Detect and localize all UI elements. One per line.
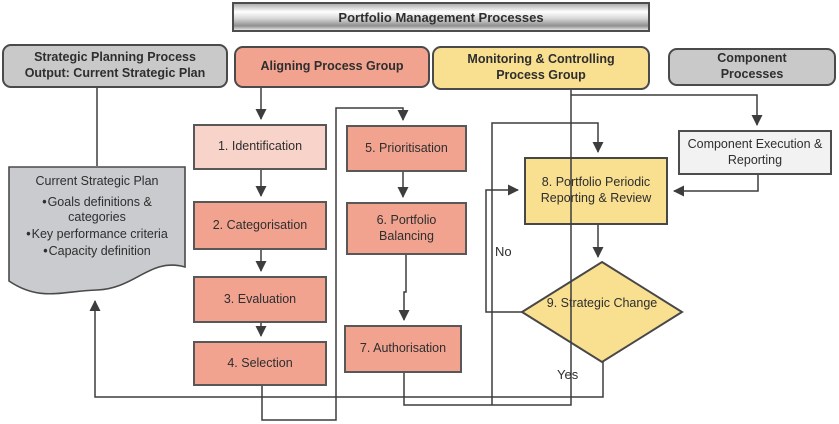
categorisation-label: 2. Categorisation xyxy=(212,217,308,232)
selection-label: 4. Selection xyxy=(227,355,293,370)
monitoring-label: Monitoring & Controlling Process Group xyxy=(467,52,615,82)
banner-portfolio-management-processes: Portfolio Management Processes xyxy=(232,2,650,32)
portfolio-balancing-label: 6. Portfolio Balancing xyxy=(376,212,437,243)
aligning-label: Aligning Process Group xyxy=(260,59,404,74)
strategic-planning-line1: Strategic Planning Process xyxy=(34,50,196,65)
process-box-prioritisation: 5. Prioritisation xyxy=(346,125,467,172)
document-bullet-performance: Key performance criteria xyxy=(14,227,180,242)
periodic-reporting-label: 8. Portfolio Periodic Reporting & Review xyxy=(540,175,652,205)
arrow-balancing-to-authorisation xyxy=(398,255,410,321)
header-aligning-process-group: Aligning Process Group xyxy=(234,46,430,88)
banner-title: Portfolio Management Processes xyxy=(338,9,544,25)
process-box-categorisation: 2. Categorisation xyxy=(193,201,327,250)
process-box-authorisation: 7. Authorisation xyxy=(344,325,462,373)
authorisation-label: 7. Authorisation xyxy=(359,341,447,356)
identification-label: 1. Identification xyxy=(217,139,303,154)
process-box-evaluation: 3. Evaluation xyxy=(193,276,327,323)
process-box-portfolio-balancing: 6. Portfolio Balancing xyxy=(346,202,467,255)
component-processes-line2: Processes xyxy=(720,67,784,81)
strategic-change-diamond-shape xyxy=(520,260,684,364)
branch-label-no: No xyxy=(495,244,512,259)
arrow-monitoring-header-to-component-execution xyxy=(571,94,763,126)
component-processes-line1: Component xyxy=(717,51,787,66)
process-box-periodic-reporting-review: 8. Portfolio Periodic Reporting & Review xyxy=(524,157,668,225)
document-bullet-capacity: Capacity definition xyxy=(14,244,180,259)
branch-label-yes: Yes xyxy=(557,367,579,382)
strategic-change-label: 9. Strategic Change xyxy=(546,296,658,310)
document-bullet-goals: Goals definitions & categories xyxy=(14,195,180,225)
arrow-component-execution-to-reporting xyxy=(673,175,759,197)
header-component-processes: Component Processes xyxy=(668,48,836,86)
current-strategic-plan-document: Current Strategic Plan Goals definitions… xyxy=(14,174,180,259)
strategic-change-decision: 9. Strategic Change xyxy=(542,296,662,312)
document-title: Current Strategic Plan xyxy=(35,174,159,188)
process-box-selection: 4. Selection xyxy=(193,341,327,386)
process-box-component-execution: Component Execution & Reporting xyxy=(678,130,832,175)
component-execution-label: Component Execution & Reporting xyxy=(687,136,823,167)
header-strategic-planning-process: Strategic Planning Process Output: Curre… xyxy=(2,44,228,88)
process-box-identification: 1. Identification xyxy=(193,124,327,170)
evaluation-label: 3. Evaluation xyxy=(223,291,297,306)
header-monitoring-controlling-group: Monitoring & Controlling Process Group xyxy=(432,46,650,90)
prioritisation-label: 5. Prioritisation xyxy=(365,140,448,155)
strategic-planning-line2: Output: Current Strategic Plan xyxy=(24,66,206,80)
